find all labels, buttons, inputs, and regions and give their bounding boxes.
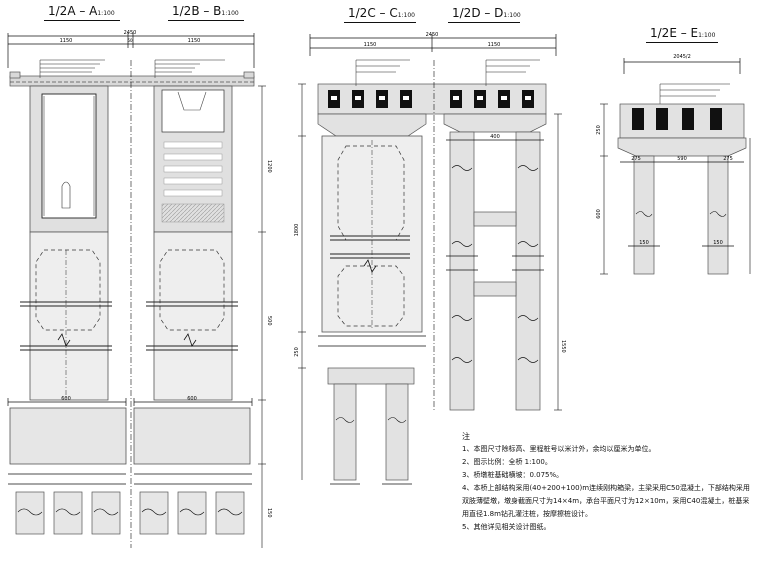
piles-c-breaks — [335, 417, 407, 423]
section-title-d: 1/2D – D1:100 — [452, 6, 521, 20]
note-item-1: 1、本图尺寸除标高、里程桩号以米计外，余均以厘米为单位。 — [462, 445, 656, 453]
view-ab: 2450 1150 1150 50 — [7, 30, 272, 548]
e-top-dim-lines — [623, 58, 741, 74]
section-title-e: 1/2E – E1:100 — [650, 26, 716, 40]
e-vertical-dims — [600, 103, 751, 275]
piles-c — [333, 383, 409, 481]
cd-dim-half-left: 1150 — [364, 42, 377, 48]
e-columns — [633, 155, 729, 275]
e-dim-pile-left: 150 — [639, 240, 649, 246]
view-e: 2045/2 275 590 275 150 150 — [596, 54, 751, 275]
e-dim-w1: 275 — [631, 156, 641, 162]
cap-beam-c — [317, 113, 427, 137]
e-dim-w2: 590 — [677, 156, 687, 162]
e-mid-dims — [620, 161, 744, 247]
cd-dim-h2: 250 — [294, 347, 300, 357]
cap-c-lower — [327, 367, 415, 385]
title-underline-a — [44, 20, 120, 21]
e-dim-w3: 275 — [723, 156, 733, 162]
notes-block: 注 1、本图尺寸除标高、里程桩号以米计外，余均以厘米为单位。 2、图示比例：全桥… — [462, 430, 754, 534]
title-underline-b — [168, 20, 244, 21]
ab-dim-pier-h: 1200 — [266, 160, 272, 173]
ab-deck — [9, 59, 255, 87]
cd-dim-h1: 1800 — [294, 224, 300, 237]
e-dim-pile-right: 150 — [713, 240, 723, 246]
ab-dim-pile-h: 150 — [266, 508, 272, 518]
pier-box-b — [153, 85, 233, 233]
ab-vertical-dims — [258, 85, 266, 548]
note-item-3: 3、桥墩桩基础横坡：0.075%。 — [462, 471, 564, 479]
ab-top-dim-lines — [7, 33, 255, 68]
ab-cap-dims — [8, 473, 252, 485]
e-cap-beam — [617, 137, 747, 157]
ab-dim-mid: 50 — [127, 38, 133, 43]
cd-dim-total: 2450 — [426, 32, 439, 38]
ab-dim-total: 2450 — [124, 30, 137, 36]
pier-lower-b — [146, 231, 238, 401]
ab-foot-dims — [7, 398, 253, 406]
e-callouts — [659, 83, 730, 106]
notes-header: 注 — [462, 432, 470, 441]
pier-c-dims — [318, 335, 426, 347]
columns-d-dims — [446, 139, 544, 271]
pier-lower-a — [20, 231, 112, 401]
cd-left-vertical-dims — [298, 83, 306, 480]
cd-dim-h3: 1550 — [560, 340, 566, 353]
cd-dim-col: 400 — [490, 134, 500, 140]
e-girders — [632, 108, 722, 130]
cd-callouts — [355, 59, 540, 86]
ab-dim-foot-a: 600 — [61, 396, 71, 402]
e-column-breaks — [635, 211, 727, 217]
cap-beam-d — [443, 113, 547, 133]
pier-c — [321, 135, 423, 333]
columns-d — [449, 131, 541, 411]
note-item-5: 5、其他详见相关设计图纸。 — [462, 523, 551, 531]
ab-dim-half-right: 1150 — [188, 38, 201, 44]
title-underline-d — [448, 22, 520, 23]
ab-dim-half-left: 1150 — [60, 38, 73, 44]
e-dim-h2: 600 — [596, 209, 602, 219]
cd-right-vertical-dims — [554, 113, 562, 411]
e-dim-h1: 250 — [596, 125, 602, 135]
ab-dim-base-h: 500 — [266, 316, 272, 326]
ab-dim-foot-b: 600 — [187, 396, 197, 402]
title-underline-e — [646, 42, 718, 43]
cd-girder-marks — [331, 96, 531, 100]
title-underline-c — [344, 22, 416, 23]
cd-top-dim-lines — [309, 34, 557, 56]
ab-pile-breaks — [17, 508, 243, 516]
columns-d-breaks — [451, 165, 539, 363]
note-item-2: 2、图示比例：全桥 1:100。 — [462, 458, 552, 466]
section-title-b: 1/2B – B1:100 — [172, 4, 239, 18]
cd-dim-half-right: 1150 — [488, 42, 501, 48]
e-dim-total: 2045/2 — [673, 54, 691, 60]
view-cd: 2450 1150 1150 — [294, 32, 566, 485]
pile-cap-a — [9, 407, 127, 465]
note-item-4: 4、本桥上部结构采用(40+200+100)m连续刚构箱梁，主梁采用C50混凝土… — [462, 484, 750, 518]
section-title-c: 1/2C – C1:100 — [348, 6, 415, 20]
pier-box-a — [29, 85, 109, 233]
pile-cap-b — [133, 407, 251, 465]
ab-piles — [15, 491, 245, 535]
section-title-a: 1/2A – A1:100 — [48, 4, 115, 18]
